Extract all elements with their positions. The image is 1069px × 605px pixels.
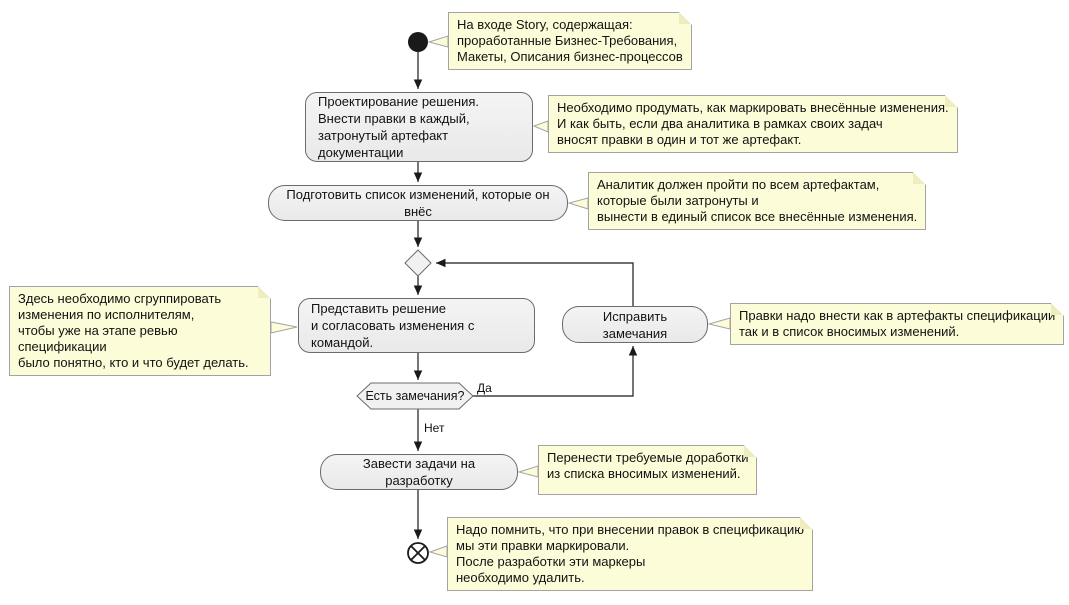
merge-diamond [404,249,432,277]
activity-label: Представить решение и согласовать измене… [311,301,475,350]
note-story-input: На входе Story, содержащая: проработанны… [448,12,692,70]
note-connector [427,35,449,48]
flow-arrows [413,52,638,539]
note-connector [567,197,589,210]
activity-design-solution: Проектирование решения. Внести правки в … [305,92,533,162]
note-connector [270,321,298,334]
activity-label: Подготовить список изменений, которые он… [286,187,550,219]
branch-label-no: Нет [424,421,445,435]
branch-label-yes: Да [477,381,492,395]
note-marking-changes: Необходимо продумать, как маркировать вн… [548,95,958,153]
decision-hexagon [356,382,474,410]
activity-create-dev-tasks: Завести задачи на разработку [320,454,518,490]
activity-label: Проектирование решения. Внести правки в … [318,94,480,160]
start-node [408,32,428,52]
note-remove-markers: Надо помнить, что при внесении правок в … [447,517,813,591]
activity-label: Завести задачи на разработку [362,456,476,488]
activity-label: Исправить замечания [602,308,668,341]
note-group-changes: Здесь необходимо сгруппировать изменения… [9,286,271,376]
activity-present-solution: Представить решение и согласовать измене… [298,298,535,353]
note-connector [532,120,549,133]
note-apply-fixes: Правки надо внести как в артефакты специ… [730,303,1065,345]
activity-prepare-change-list: Подготовить список изменений, которые он… [268,185,568,221]
note-transfer-tasks: Перенести требуемые доработки из списка … [538,445,758,495]
note-connector [707,317,731,330]
note-collect-artifacts: Аналитик должен пройти по всем артефакта… [588,172,927,230]
decision-label: Есть замечания? [365,389,465,403]
final-node [407,542,429,564]
activity-fix-remarks: Исправить замечания [562,306,708,343]
flow-arrow-yes-loop [473,346,638,397]
flow-arrow-loop-back [436,258,634,306]
note-connector [428,545,448,558]
note-connector [517,465,539,478]
